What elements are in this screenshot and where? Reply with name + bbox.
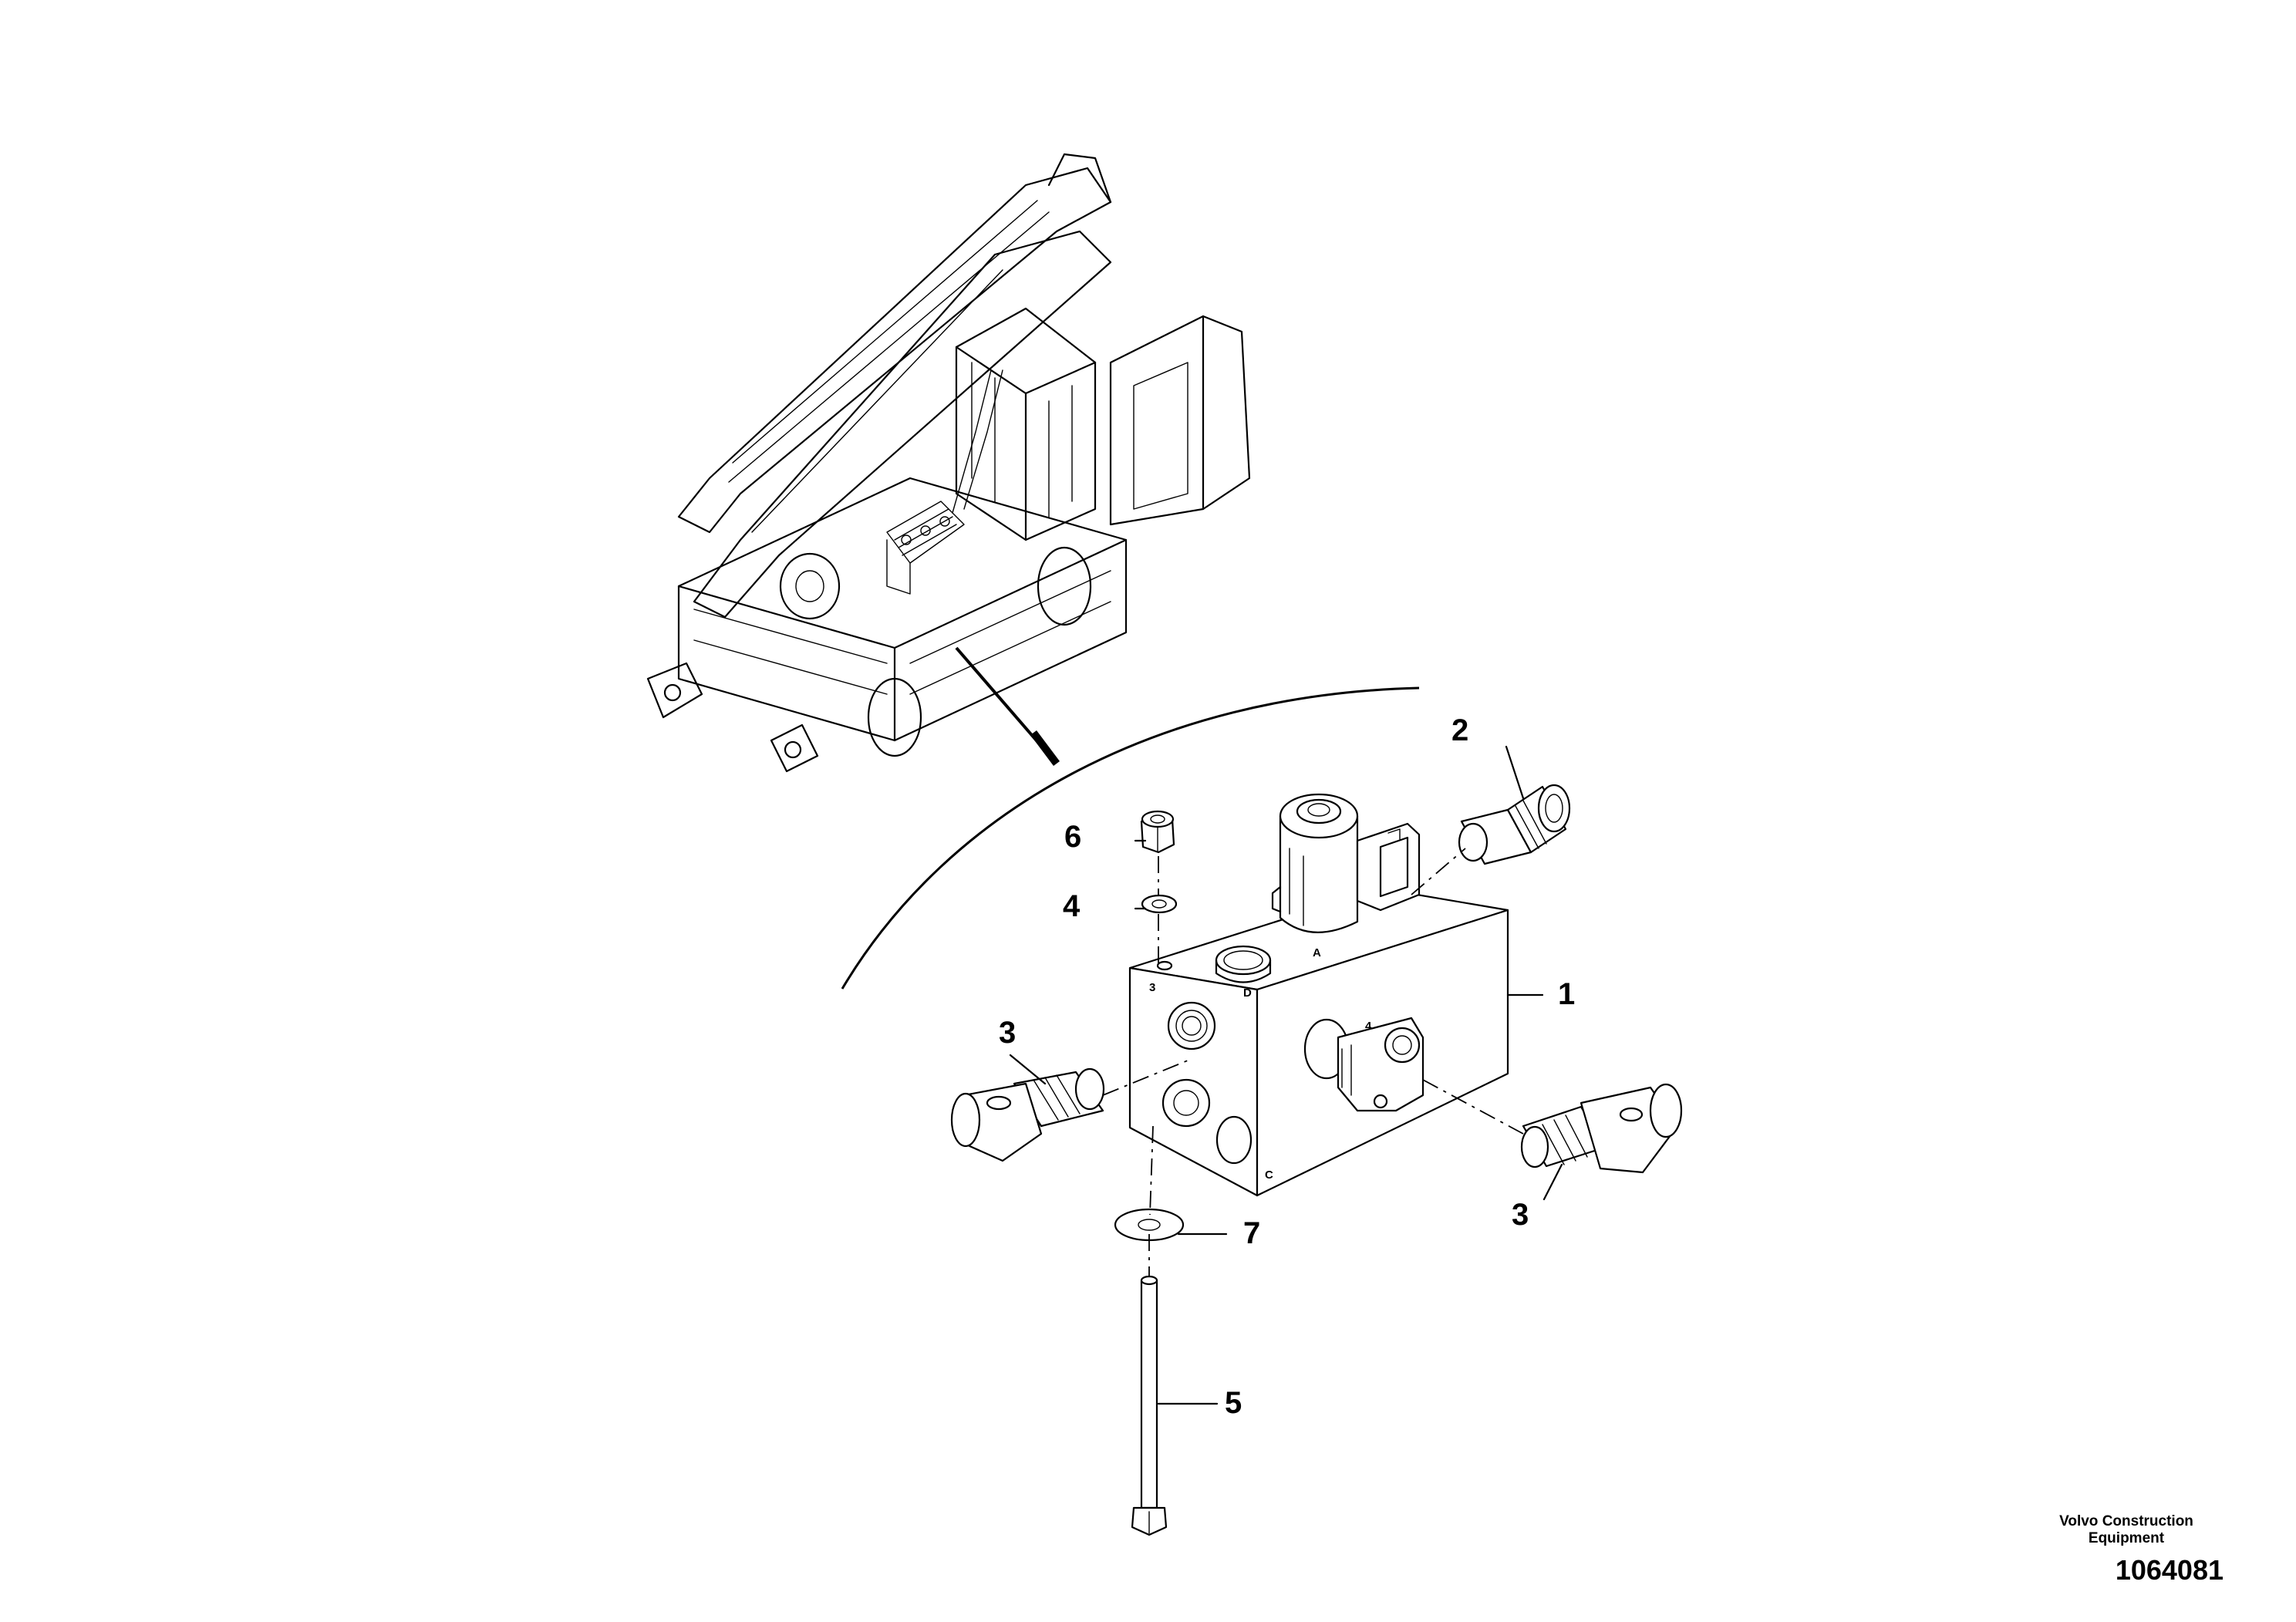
callout-3-right: 3 bbox=[1512, 1198, 1529, 1232]
callout-6: 6 bbox=[1064, 820, 1081, 854]
callout-3-left: 3 bbox=[999, 1016, 1016, 1050]
elbow-fitting-right bbox=[1520, 1083, 1683, 1174]
solenoid-coil bbox=[1271, 793, 1421, 933]
callout-2: 2 bbox=[1451, 713, 1468, 747]
port-marking-c: C bbox=[1265, 1168, 1273, 1182]
document-number: 1064081 bbox=[2115, 1554, 2224, 1586]
machine-overview-illustration bbox=[646, 153, 1251, 773]
valve-cluster-location bbox=[886, 501, 965, 595]
port-marking-a: A bbox=[1313, 946, 1321, 959]
long-bolt bbox=[1131, 1275, 1168, 1536]
port-marking-d: D bbox=[1243, 986, 1252, 1000]
hex-nut bbox=[1140, 810, 1175, 854]
callout-5: 5 bbox=[1225, 1386, 1242, 1420]
port-marking-3: 3 bbox=[1149, 981, 1155, 994]
straight-fitting bbox=[1458, 784, 1571, 865]
assembly-centerlines bbox=[1102, 848, 1524, 1276]
valve-block: 3 4 D A C bbox=[1128, 887, 1509, 1197]
elbow-fitting-left bbox=[950, 1067, 1105, 1162]
callout-4: 4 bbox=[1063, 889, 1081, 923]
callout-leaders bbox=[1009, 745, 1563, 1405]
small-washer bbox=[1141, 894, 1178, 914]
detail-boundary-arc bbox=[841, 686, 1420, 990]
brand-label: Volvo Construction Equipment bbox=[2059, 1513, 2193, 1546]
callout-1: 1 bbox=[1558, 977, 1575, 1011]
port-marking-4: 4 bbox=[1365, 1020, 1372, 1033]
callout-7: 7 bbox=[1243, 1216, 1260, 1250]
